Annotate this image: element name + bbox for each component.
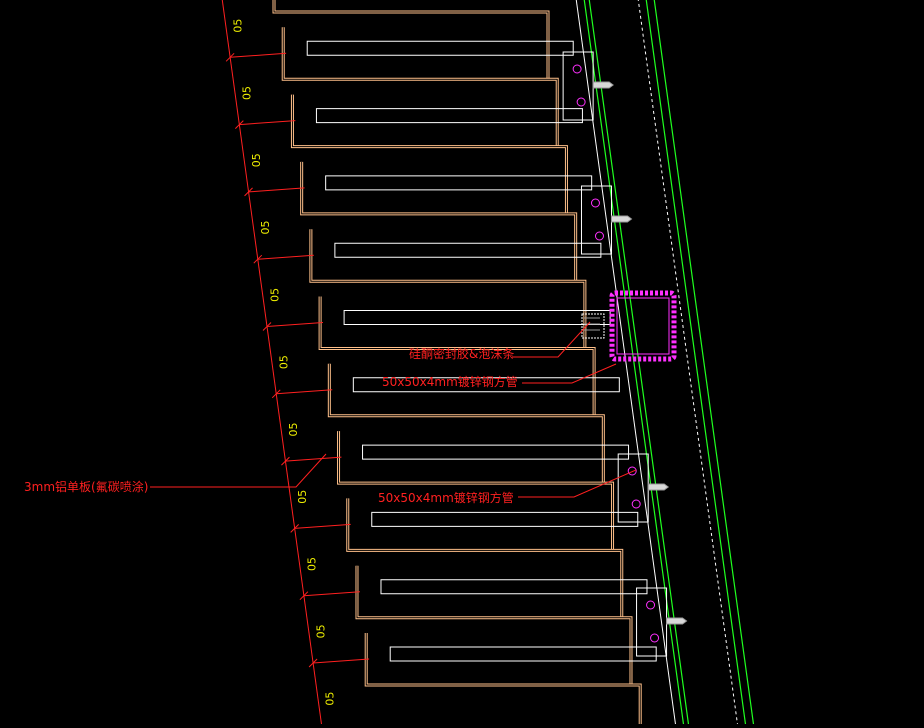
steel-tube-inner [616,297,670,355]
leader-sealant [512,321,591,358]
dimension-label: 05 [287,422,300,436]
panel-inner-slot [334,242,602,258]
dimension-extension [285,456,342,462]
mullion-line-green-1 [583,0,685,728]
dimension-extension [313,658,370,664]
anchor-screw [592,81,614,89]
dimension-label: 05 [232,19,245,33]
dimension-label: 05 [259,221,272,235]
panel-inner-slot [380,579,648,595]
label-sealant: 硅酮密封胶&泡沫条 [409,346,514,361]
fixing-brackets [562,51,688,657]
bolt-upper [627,466,637,476]
mullion-line-dashed [637,0,739,728]
dimension-extension [276,389,333,395]
label-steel-tube-upper: 50x50x4mm镀锌钢方管 [382,374,518,389]
dimension-extension [266,322,324,327]
bolt-lower [631,499,641,509]
panel-inner-slot [389,646,657,662]
dimension-extension [294,523,351,529]
dimension-chain: 05 05 05 05 05 05 05 05 05 05 05 [221,0,379,728]
sealant-joint [581,313,605,339]
panel-inner-slot [371,511,639,527]
leader-steel-tube-lower [518,469,637,498]
dimension-extension [303,591,360,597]
dimension-label: 05 [278,355,291,369]
panel-fold-gap [273,0,549,80]
mullion-structure [575,0,755,728]
dimension-label: 05 [241,86,254,100]
sealant-hatch [584,317,600,331]
mullion-line-green-3 [645,0,747,728]
leader-steel-tube-upper [522,363,617,384]
label-steel-tube-lower: 50x50x4mm镀锌钢方管 [378,490,514,505]
dimension-line [221,0,323,728]
dimension-label: 05 [324,692,337,706]
annotation-texts: 硅酮密封胶&泡沫条 50x50x4mm镀锌钢方管 3mm铝单板(氟碳喷涂) 50… [24,346,518,505]
dimension-extension [248,187,305,193]
dimension-extension [239,120,296,126]
anchor-screw [610,215,633,223]
panel-inner-slot [362,444,630,460]
dimension-label: 05 [305,557,318,571]
dimension-label: 05 [250,153,263,167]
steel-tube-section [609,290,677,362]
leader-aluminum-panel [150,453,327,488]
anchor-screw [666,617,688,625]
bolt-upper [572,64,582,74]
leader-lines [150,321,637,498]
dimension-tick [234,120,244,129]
bolt-upper [590,198,600,208]
dimension-label: 05 [314,624,327,638]
panel-inner-slot [325,175,593,191]
foam-strip [581,313,605,339]
anchor-screw [647,483,670,491]
dimension-label: 05 [268,288,281,302]
bolt-lower [576,97,586,107]
panel-inner-slot [306,40,574,56]
bolt-lower [594,231,604,241]
dimension-label: 05 [296,490,309,504]
steel-tube-outer [609,290,677,362]
dimension-extension [257,254,314,260]
bolt-upper [646,600,656,610]
dimension-extension [230,52,287,58]
mullion-line-green-2 [588,0,690,728]
bolt-lower [650,633,660,643]
label-aluminum-panel: 3mm铝单板(氟碳喷涂) [24,479,148,494]
mullion-line-green-4 [653,0,755,728]
panel-inner-slot [352,377,620,393]
panel-inner-slot [315,108,583,124]
